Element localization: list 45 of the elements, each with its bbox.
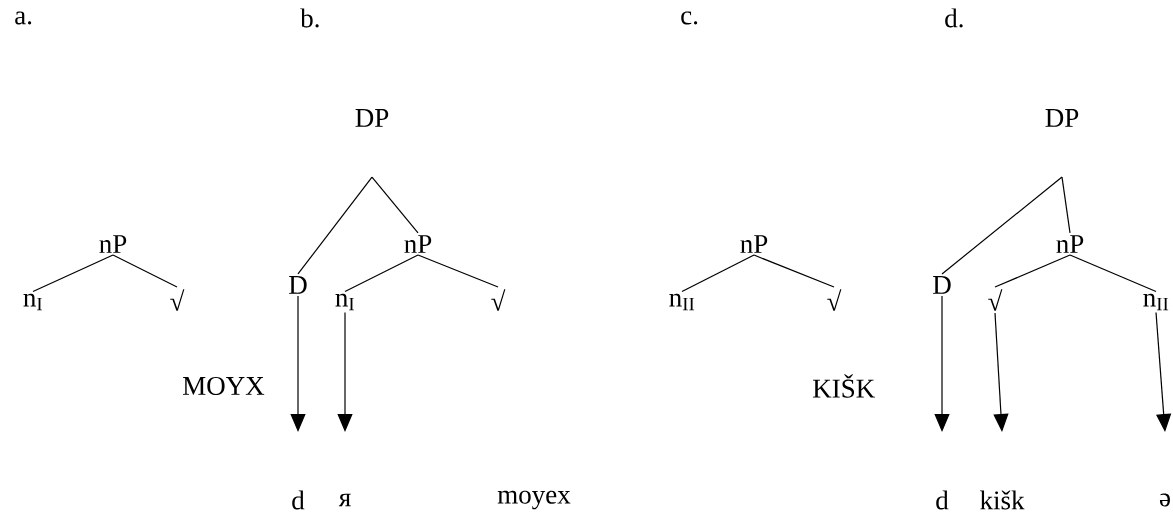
arrow	[934, 295, 950, 432]
tree-label: n$_{I}$	[23, 293, 42, 311]
branch-line	[112, 254, 178, 288]
label: b.	[300, 8, 319, 28]
branch-line	[994, 254, 1071, 288]
label: MOYX	[183, 376, 265, 396]
branch-line	[681, 254, 755, 293]
tree-label: kišk	[980, 490, 1025, 510]
tree-label: d	[292, 490, 305, 510]
tree-label: nP	[1056, 235, 1084, 253]
tree-label: nP	[740, 235, 768, 253]
arrow	[337, 311, 353, 432]
tree-label: DP	[355, 109, 389, 127]
arrow	[1155, 311, 1172, 432]
tree-label: n$_{II}$	[1143, 293, 1169, 311]
tree-label: n$_{I}$	[335, 293, 354, 311]
branch-line	[344, 254, 419, 293]
tree-label: √	[988, 289, 1003, 311]
tree-label: я	[338, 493, 351, 507]
tree-label: ə	[1159, 493, 1170, 507]
arrow	[290, 295, 306, 432]
tree-label: D	[933, 276, 951, 294]
tree-label: D	[289, 276, 307, 294]
tree-label: n$_{II}$	[669, 293, 695, 311]
branch-line	[941, 176, 1063, 275]
branch-line	[417, 254, 499, 288]
branch-line	[32, 254, 114, 293]
label: moyex	[497, 490, 571, 510]
branch-line	[1061, 176, 1071, 234]
branch-line	[753, 254, 835, 288]
tree-label: √	[170, 289, 185, 311]
label: a.	[15, 11, 32, 25]
label: c.	[681, 11, 698, 25]
tree-label: DP	[1045, 109, 1079, 127]
branch-line	[371, 176, 419, 234]
arrow	[993, 312, 1009, 432]
label: d.	[945, 8, 963, 28]
tree-label: √	[491, 289, 506, 311]
branch-line	[1069, 254, 1157, 293]
tree-label: √	[827, 289, 842, 311]
label: KIŠK	[813, 374, 875, 398]
tree-label: nP	[99, 235, 127, 253]
branch-line	[297, 176, 373, 275]
tree-label: nP	[404, 235, 432, 253]
tree-label: d	[936, 490, 949, 510]
